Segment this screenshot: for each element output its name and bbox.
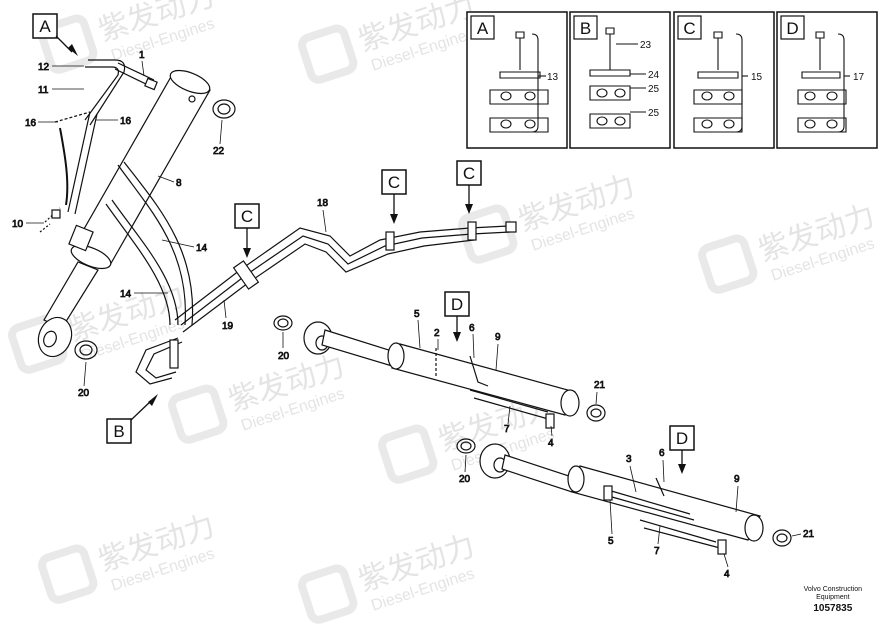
footer-division: Equipment: [816, 594, 850, 601]
label-18: 18: [317, 198, 329, 209]
callout-c-3: C: [456, 160, 482, 214]
drawing-footer: Volvo Construction Equipment 1057835: [804, 586, 862, 615]
svg-text:C: C: [683, 19, 695, 38]
svg-text:C: C: [388, 173, 400, 192]
svg-text:15: 15: [751, 72, 763, 83]
detail-box-c: C 15: [673, 11, 775, 149]
label-16-right: 16: [120, 116, 132, 127]
label-1: 1: [139, 50, 145, 61]
callout-c-1: C: [234, 203, 260, 258]
label-4-upper: 4: [548, 438, 554, 449]
detail-box-d: D 17: [776, 11, 878, 149]
svg-text:C: C: [241, 207, 253, 226]
label-6-upper: 6: [469, 323, 475, 334]
label-20-left: 20: [78, 388, 90, 399]
label-9-upper: 9: [495, 332, 501, 343]
callout-c-2: C: [381, 169, 407, 224]
callout-b: B: [106, 394, 158, 444]
footer-company: Volvo Construction: [803, 586, 862, 593]
label-5-lower: 5: [608, 536, 614, 547]
tube-line: [135, 221, 517, 385]
svg-text:D: D: [451, 295, 463, 314]
label-21-lower: 21: [803, 529, 815, 540]
label-4-lower: 4: [724, 569, 730, 580]
svg-text:25: 25: [648, 108, 660, 119]
svg-text:17: 17: [853, 72, 865, 83]
callout-d-2: D: [669, 425, 695, 474]
cylinder-lower: [456, 438, 792, 555]
svg-text:D: D: [676, 429, 688, 448]
cylinder-upper: [273, 315, 606, 429]
label-20-mid: 20: [278, 351, 290, 362]
label-22: 22: [213, 146, 225, 157]
label-16-left: 16: [25, 118, 37, 129]
svg-text:A: A: [477, 19, 489, 38]
label-14-left: 14: [120, 289, 132, 300]
label-8: 8: [176, 178, 182, 189]
part-labels: 1 12 11 16 16 8 10 22 14 14 19 18 20 20 …: [12, 50, 815, 581]
label-12: 12: [38, 62, 50, 73]
callout-a: A: [32, 13, 78, 56]
label-9-lower: 9: [734, 474, 740, 485]
label-7-lower: 7: [654, 546, 660, 557]
label-5-upper: 5: [414, 309, 420, 320]
label-6-lower: 6: [659, 448, 665, 459]
svg-text:A: A: [39, 17, 51, 36]
boom-cylinder-assembly: [37, 59, 236, 360]
svg-text:25: 25: [648, 84, 660, 95]
svg-text:D: D: [786, 19, 798, 38]
label-21-upper: 21: [594, 380, 606, 391]
svg-text:C: C: [463, 164, 475, 183]
label-20-low: 20: [459, 474, 471, 485]
label-19: 19: [222, 321, 234, 332]
detail-box-a: A 13: [466, 11, 568, 149]
drawing-number: 1057835: [813, 603, 853, 614]
label-11: 11: [38, 85, 49, 96]
label-14-right: 14: [196, 243, 208, 254]
svg-text:24: 24: [648, 70, 660, 81]
label-7-upper: 7: [504, 424, 510, 435]
label-2: 2: [434, 328, 440, 339]
svg-text:B: B: [113, 422, 124, 441]
callout-d-1: D: [444, 291, 470, 342]
label-10: 10: [12, 219, 24, 230]
detail-box-b: B 23 24 25 25: [569, 11, 671, 149]
svg-text:23: 23: [640, 40, 652, 51]
svg-text:B: B: [580, 19, 591, 38]
svg-text:13: 13: [547, 72, 559, 83]
label-3: 3: [626, 454, 632, 465]
